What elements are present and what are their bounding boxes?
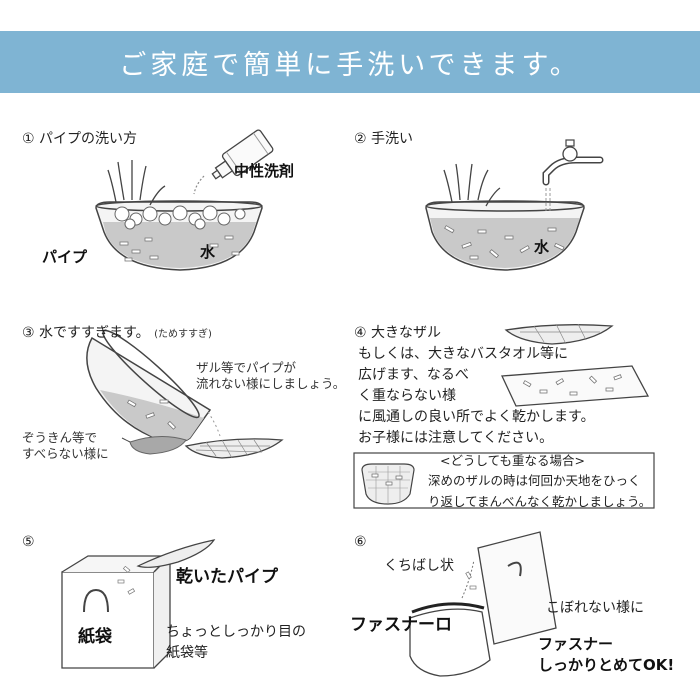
cloth-note: ぞうきん等で すべらない様に [22, 430, 109, 462]
step4-box-line: 深めのザルの時は何回か天地をひっく [428, 473, 641, 488]
step4-body-line: もしくは、大きなバスタオル等に [358, 346, 568, 362]
step4-heading: ④ 大きなザル [354, 322, 441, 342]
step3-title-small: (ためすすぎ) [154, 329, 212, 340]
colander-note: ザル等でパイプが 流れない様にしましょう。 [196, 360, 345, 392]
fastener-label: ファスナーロ [350, 615, 452, 635]
step4-number: ④ [354, 325, 367, 341]
step2-title: 手洗い [371, 131, 414, 147]
step4-body-line: に風通しの良い所でよく乾かします。 [358, 409, 595, 425]
step3-number: ③ [22, 325, 35, 341]
banner-title: ご家庭で簡単に手洗いできます。 [119, 49, 581, 81]
step5-bag-illustration [61, 539, 216, 669]
cloth-note-line2: すべらない様に [22, 446, 109, 461]
pipe-label: パイプ [42, 248, 88, 266]
step4-body-line: お子様には注意してください。 [358, 430, 554, 446]
beak-label: くちばし状 [384, 558, 454, 574]
no-spill-label: こぼれない様に [546, 600, 644, 616]
close-label: ファスナー しっかりとめてOK! [538, 634, 674, 676]
colander-note-line2: 流れない様にしましょう。 [196, 376, 346, 391]
bag-note-line2: 紙袋等 [166, 645, 208, 661]
dried-pipe-label: 乾いたパイプ [176, 567, 278, 587]
step4-box-text: 深めのザルの時は何回か天地をひっく り返してまんべんなく乾かしましょう。 [428, 470, 651, 512]
step1-number: ① [22, 131, 35, 147]
detergent-label: 中性洗剤 [234, 162, 295, 180]
cloth-note-line1: ぞうきん等で [22, 430, 98, 445]
step1-water-label: 水 [200, 243, 216, 261]
step4-body-line: く重ならない様 [358, 388, 456, 404]
step4-body-line: 広げます、なるべ [358, 367, 469, 383]
step6-number: ⑥ [354, 534, 367, 550]
step3-heading: ③ 水ですすぎます。 (ためすすぎ) [22, 322, 212, 342]
close-label-line1: ファスナー [538, 635, 614, 653]
step5-number: ⑤ [22, 534, 35, 550]
step2-water-label: 水 [534, 238, 550, 256]
step2-basin-illustration [425, 139, 604, 271]
bag-note: ちょっとしっかり目の 紙袋等 [166, 622, 306, 664]
step1-heading: ① パイプの洗い方 [22, 128, 137, 148]
step2-number: ② [354, 131, 367, 147]
step1-title: パイプの洗い方 [39, 131, 138, 147]
header-banner: ご家庭で簡単に手洗いできます。 [0, 31, 700, 93]
bag-note-line1: ちょっとしっかり目の [166, 624, 306, 640]
colander-note-line1: ザル等でパイプが [196, 360, 297, 375]
step4-body: もしくは、大きなバスタオル等に 広げます、なるべ く重ならない様 に風通しの良い… [358, 344, 595, 449]
step3-rinse-illustration [86, 329, 284, 459]
step4-title: 大きなザル [371, 325, 442, 341]
close-label-line2: しっかりとめてOK! [538, 656, 675, 674]
step4-dry-illustration [353, 323, 655, 509]
bag-label: 紙袋 [78, 627, 112, 647]
step1-basin-illustration [95, 129, 274, 271]
step2-heading: ② 手洗い [354, 128, 413, 148]
step4-box-line: り返してまんべんなく乾かしましょう。 [428, 494, 652, 509]
step6-pouch-illustration [409, 531, 557, 677]
step3-title: 水ですすぎます。 [39, 325, 150, 341]
step4-box-heading: <どうしても重なる場合> [440, 453, 585, 468]
